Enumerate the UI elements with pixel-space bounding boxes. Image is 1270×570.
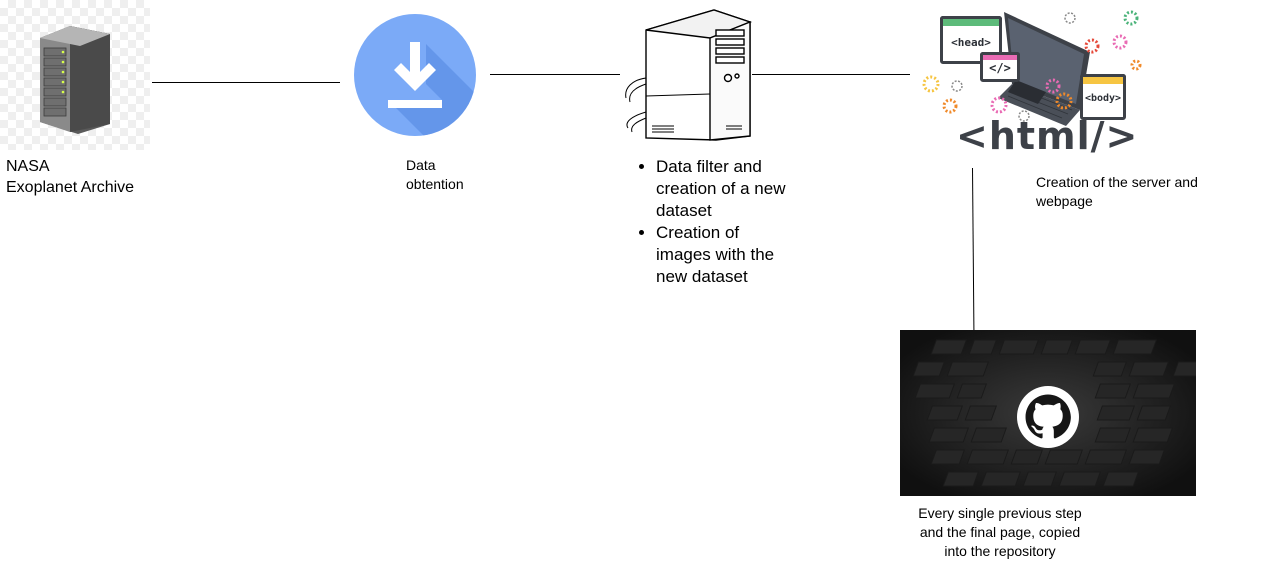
download-node — [354, 14, 476, 136]
github-node — [900, 330, 1196, 496]
nasa-label: NASA Exoplanet Archive — [6, 158, 135, 196]
processing-step: Data filter and creation of a new datase… — [656, 156, 796, 222]
processing-node — [622, 8, 754, 142]
github-icon — [1017, 386, 1079, 448]
server-rack-icon — [40, 26, 110, 134]
github-label: Every single previous step and the final… — [918, 505, 1082, 559]
download-icon — [354, 14, 476, 136]
webpage-label: Creation of the server and webpage — [1036, 174, 1198, 209]
gear-icon — [922, 10, 1142, 122]
html-text: <html/> — [956, 114, 1139, 158]
connector-processing-webpage — [752, 74, 910, 75]
tag-code-card: </> — [980, 52, 1020, 82]
nasa-node — [0, 0, 150, 150]
processing-steps: Data filter and creation of a new datase… — [640, 156, 796, 288]
tag-code-text: </> — [989, 61, 1011, 75]
tag-body-card: <body> — [1080, 74, 1126, 120]
html-laptop-icon — [922, 10, 1142, 126]
download-label: Data obtention — [406, 157, 464, 192]
webpage-node: <head> </> <body> <html/> — [912, 0, 1152, 165]
connector-webpage-github — [972, 167, 975, 330]
connector-download-processing — [490, 74, 620, 75]
desktop-tower-icon — [625, 9, 753, 141]
tag-head-text: <head> — [951, 36, 991, 49]
tag-body-text: <body> — [1084, 93, 1122, 104]
processing-step: Creation of images with the new dataset — [656, 222, 796, 288]
connector-nasa-download — [152, 82, 340, 83]
